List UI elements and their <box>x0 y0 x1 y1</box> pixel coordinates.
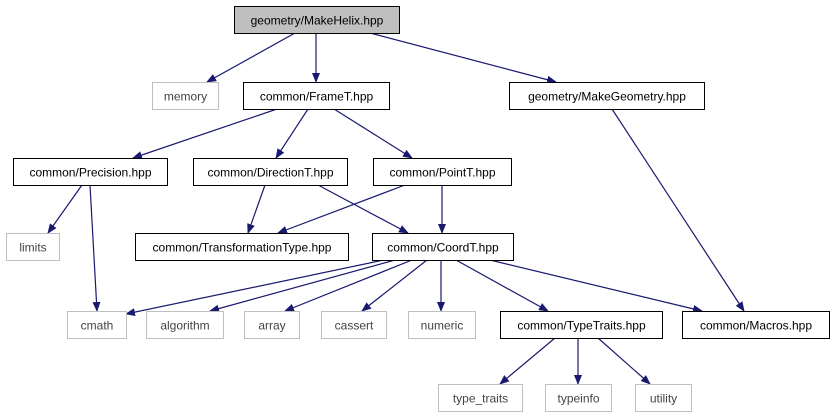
node-box-coord-t <box>372 233 514 261</box>
node-point-t[interactable]: common/PointT.hpp <box>373 158 512 186</box>
node-box-array <box>244 311 300 339</box>
node-precision[interactable]: common/Precision.hpp <box>13 158 168 186</box>
node-box-make-geometry <box>509 82 705 110</box>
node-label-macros: common/Macros.hpp <box>700 319 812 333</box>
node-direction-t[interactable]: common/DirectionT.hpp <box>193 158 348 186</box>
edge-precision-to-limits <box>47 184 83 234</box>
node-label-cmath: cmath <box>81 319 114 333</box>
node-label-algorithm: algorithm <box>160 319 209 333</box>
node-box-typeinfo <box>545 384 612 412</box>
node-box-type-traits-hpp <box>500 311 663 339</box>
node-macros[interactable]: common/Macros.hpp <box>682 311 830 339</box>
node-box-cmath <box>67 311 127 339</box>
node-label-make-helix: geometry/MakeHelix.hpp <box>251 14 384 28</box>
node-label-cassert: cassert <box>335 319 374 333</box>
edge-make-helix-to-make-geometry <box>369 32 557 84</box>
node-box-algorithm <box>146 311 224 339</box>
edge-coord-t-to-macros <box>489 259 703 313</box>
node-box-memory <box>152 82 219 110</box>
node-box-make-helix <box>234 6 400 34</box>
node-cmath: cmath <box>67 311 127 339</box>
node-numeric: numeric <box>408 311 476 339</box>
node-cassert: cassert <box>321 311 387 339</box>
node-label-type-traits: type_traits <box>453 392 508 406</box>
node-make-geometry[interactable]: geometry/MakeGeometry.hpp <box>509 82 705 110</box>
edge-coord-t-to-array <box>284 259 413 312</box>
node-array: array <box>244 311 300 339</box>
node-make-helix[interactable]: geometry/MakeHelix.hpp <box>234 6 400 34</box>
edge-type-traits-hpp-to-type-traits <box>499 337 556 385</box>
node-label-transformation-type: common/TransformationType.hpp <box>153 241 332 255</box>
edge-coord-t-to-type-traits-hpp <box>455 259 549 312</box>
node-limits: limits <box>6 233 60 261</box>
node-type-traits: type_traits <box>438 384 523 412</box>
node-box-precision <box>13 158 168 186</box>
node-label-numeric: numeric <box>421 319 464 333</box>
node-label-utility: utility <box>650 392 677 406</box>
node-label-limits: limits <box>19 241 46 255</box>
node-label-coord-t: common/CoordT.hpp <box>387 241 499 255</box>
node-label-typeinfo: typeinfo <box>557 392 599 406</box>
node-label-point-t: common/PointT.hpp <box>389 166 495 180</box>
node-box-type-traits <box>438 384 523 412</box>
node-label-make-geometry: geometry/MakeGeometry.hpp <box>528 90 686 104</box>
node-box-limits <box>6 233 60 261</box>
edge-frame-t-to-precision <box>132 108 278 159</box>
node-label-frame-t: common/FrameT.hpp <box>260 90 374 104</box>
edge-precision-to-cmath <box>89 184 101 312</box>
node-type-traits-hpp[interactable]: common/TypeTraits.hpp <box>500 311 663 339</box>
edge-coord-t-to-algorithm <box>209 259 396 313</box>
edge-direction-t-to-coord-t <box>317 184 409 234</box>
node-label-direction-t: common/DirectionT.hpp <box>207 166 333 180</box>
node-frame-t[interactable]: common/FrameT.hpp <box>243 82 390 110</box>
edge-coord-t-to-cassert <box>361 259 428 312</box>
node-transformation-type[interactable]: common/TransformationType.hpp <box>135 233 349 261</box>
node-memory: memory <box>152 82 219 110</box>
node-box-direction-t <box>193 158 348 186</box>
node-coord-t[interactable]: common/CoordT.hpp <box>372 233 514 261</box>
node-box-numeric <box>408 311 476 339</box>
edge-type-traits-hpp-to-utility <box>597 337 651 385</box>
node-box-transformation-type <box>135 233 349 261</box>
edge-direction-t-to-transformation-type <box>247 184 266 234</box>
node-box-macros <box>682 311 830 339</box>
edge-frame-t-to-point-t <box>333 108 413 159</box>
node-box-point-t <box>373 158 512 186</box>
node-label-memory: memory <box>164 90 207 104</box>
edge-make-geometry-to-macros <box>611 108 745 312</box>
node-label-type-traits-hpp: common/TypeTraits.hpp <box>517 319 646 333</box>
node-label-precision: common/Precision.hpp <box>29 166 151 180</box>
node-utility: utility <box>635 384 692 412</box>
node-box-cassert <box>321 311 387 339</box>
edge-point-t-to-transformation-type <box>277 184 406 234</box>
node-algorithm: algorithm <box>146 311 224 339</box>
node-box-utility <box>635 384 692 412</box>
node-box-frame-t <box>243 82 390 110</box>
dependency-edges <box>47 32 745 385</box>
node-label-array: array <box>258 319 285 333</box>
edge-coord-t-to-cmath <box>125 259 385 317</box>
node-typeinfo: typeinfo <box>545 384 612 412</box>
dependency-nodes: geometry/MakeHelix.hpp memory common/Frame… <box>6 6 830 412</box>
edge-make-helix-to-memory <box>206 32 296 83</box>
edge-frame-t-to-direction-t <box>275 108 309 159</box>
